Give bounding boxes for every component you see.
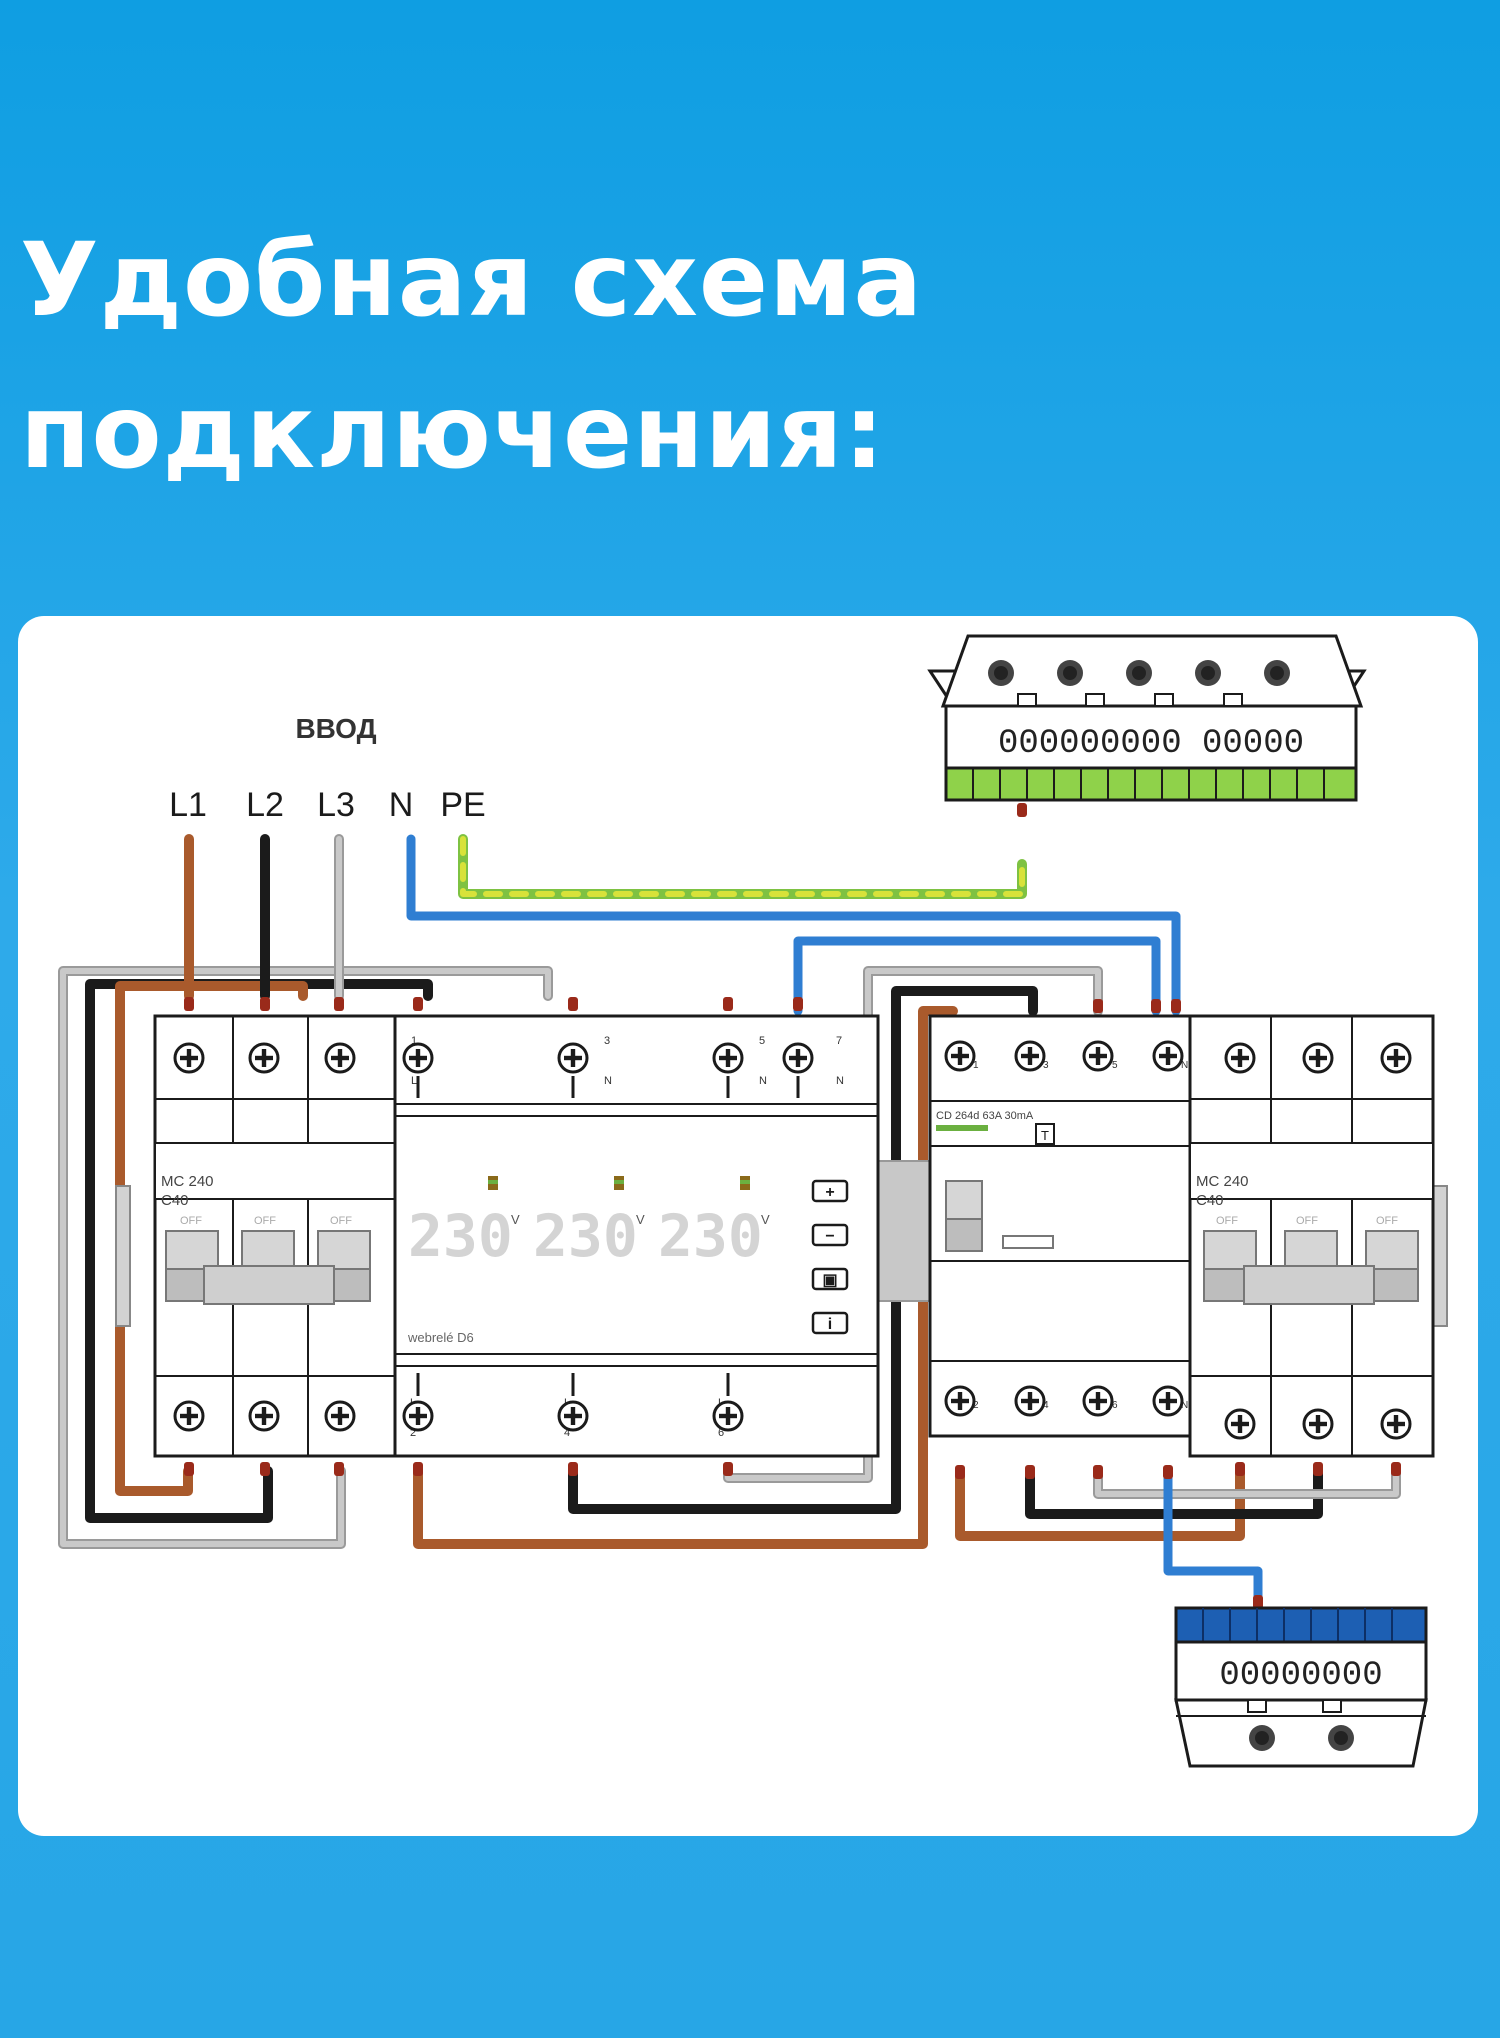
relay-unit-3: V (761, 1212, 770, 1227)
relay-menu-label: ▣ (822, 1272, 837, 1289)
label-n: N (389, 786, 414, 824)
relay-unit-1: V (511, 1212, 520, 1227)
wire-blue-input-n (406, 834, 1181, 1016)
headline: Удобная схема подключения: (20, 205, 1120, 509)
right-breaker-off-3: OFF (1376, 1215, 1398, 1227)
rcd-bottom-num-1: 2 (973, 1400, 979, 1411)
relay-minus-button[interactable] (811, 1223, 849, 1247)
n-busbar-digits: 00000000 (1219, 1657, 1382, 1695)
relay-reading-2: 230 (533, 1202, 638, 1270)
wire-relay-out-1 (413, 1006, 958, 1549)
label-l2: L2 (246, 786, 284, 824)
wiring-diagram: ВВОД L1 L2 L3 N PE 000000000 00000 (58, 634, 1448, 1768)
relay-top-num-3: 5 (759, 1035, 765, 1047)
relay-top-num-4: 7 (836, 1035, 842, 1047)
right-breaker-off-1: OFF (1216, 1215, 1238, 1227)
left-breaker-toggles (165, 1230, 371, 1305)
rcd-bottom-num-4: N (1181, 1400, 1188, 1411)
right-breaker-toggles (1203, 1230, 1419, 1305)
diagram-card: ВВОД L1 L2 L3 N PE 000000000 00000 (18, 616, 1478, 1836)
rcd-lever (945, 1180, 1054, 1252)
rcd-test-label: T (1041, 1128, 1049, 1143)
right-breaker-off-2: OFF (1296, 1215, 1318, 1227)
left-breaker-off-1: OFF (180, 1215, 202, 1227)
pe-busbar-screws (988, 660, 1290, 686)
left-breaker-off-3: OFF (330, 1215, 352, 1227)
voltage-relay: 1 3 5 7 L N N N L L L 2 4 6 (393, 997, 959, 1476)
left-breaker: MC 240 C40 OFF OFF OFF (115, 997, 397, 1476)
rcd-label: CD 264d 63A 30mA (936, 1110, 1034, 1122)
relay-top-num-2: 3 (604, 1035, 610, 1047)
headline-line-2: подключения: (20, 373, 886, 492)
wire-blue-relay-n (793, 936, 1161, 1016)
relay-top-letter-3: N (759, 1075, 767, 1087)
pe-busbar-digits: 000000000 00000 (998, 725, 1304, 763)
relay-leds (488, 1176, 750, 1190)
rcd-top-num-2: 3 (1043, 1060, 1049, 1071)
relay-info-button[interactable] (811, 1311, 849, 1335)
relay-bottom-num-2: 4 (564, 1427, 570, 1439)
headline-line-1: Удобная схема (20, 221, 924, 340)
rcd-test-button[interactable] (1035, 1123, 1055, 1145)
wire-rcd-out-3 (1093, 1466, 1401, 1499)
rcd-top-num-3: 5 (1112, 1060, 1118, 1071)
right-breaker: MC 240 C40 OFF OFF OFF (1188, 1014, 1448, 1476)
relay-brand: webrelé D6 (407, 1330, 474, 1345)
relay-bottom-num-3: 6 (718, 1427, 724, 1439)
wire-black-l2-loop (85, 979, 433, 1523)
relay-reading-1: 230 (408, 1202, 513, 1270)
left-breaker-model: MC 240 (161, 1173, 214, 1190)
relay-plus-label: + (825, 1184, 834, 1201)
n-busbar: 00000000 (1174, 1595, 1428, 1768)
wires (58, 834, 1401, 1606)
rcd-bottom-num-3: 6 (1112, 1400, 1118, 1411)
label-l1: L1 (169, 786, 207, 824)
relay-buttons (811, 1179, 849, 1335)
relay-top-num-1: 1 (411, 1035, 417, 1047)
relay-minus-label: − (825, 1228, 834, 1245)
relay-info-label: i (828, 1316, 832, 1333)
relay-plus-button[interactable] (811, 1179, 849, 1203)
relay-reading-3: 230 (658, 1202, 763, 1270)
input-caption: ВВОД (295, 713, 376, 744)
relay-menu-button[interactable] (811, 1267, 849, 1291)
label-l3: L3 (317, 786, 355, 824)
pe-busbar: 000000000 00000 (927, 634, 1367, 817)
rcd: CD 264d 63A 30mA T 1 3 5 N 2 4 6 N (928, 999, 1192, 1479)
rcd-top-num-4: N (1181, 1060, 1188, 1071)
left-breaker-off-2: OFF (254, 1215, 276, 1227)
left-breaker-rating: C40 (161, 1192, 189, 1209)
label-pe: PE (440, 786, 485, 824)
rcd-top-num-1: 1 (973, 1060, 979, 1071)
wire-blue-n-out (1163, 1471, 1263, 1606)
rcd-bottom-num-2: 4 (1043, 1400, 1049, 1411)
phase-labels: L1 L2 L3 N PE (169, 786, 486, 824)
relay-top-letter-2: N (604, 1075, 612, 1087)
relay-bottom-num-1: 2 (410, 1427, 416, 1439)
relay-unit-2: V (636, 1212, 645, 1227)
relay-top-letter-1: L (411, 1075, 417, 1087)
wire-rcd-out-1 (955, 1466, 1245, 1541)
right-breaker-model: MC 240 (1196, 1173, 1249, 1190)
right-breaker-rating: C40 (1196, 1192, 1224, 1209)
wire-pe (458, 834, 1027, 899)
relay-top-letter-4: N (836, 1075, 844, 1087)
